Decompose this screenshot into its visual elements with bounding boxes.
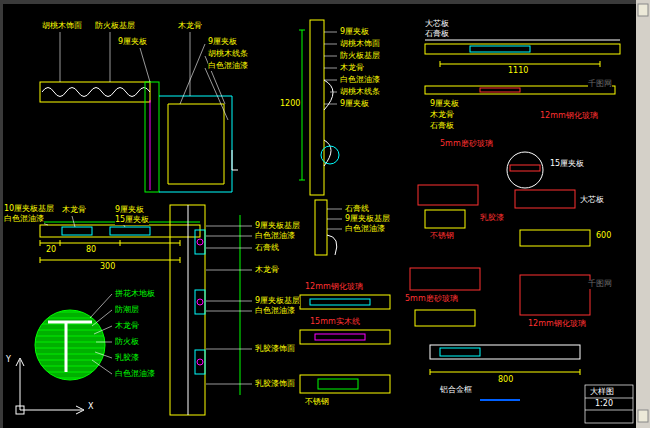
moulding-detail bbox=[315, 200, 342, 255]
scroll-button bbox=[638, 4, 648, 16]
annotation-label: 木龙骨 bbox=[178, 22, 202, 31]
annotation-label: 白色混油漆 bbox=[255, 307, 295, 316]
annotation-label: 白色混油漆 bbox=[255, 232, 295, 241]
scrollbar bbox=[636, 0, 650, 428]
cabinet-section bbox=[40, 222, 200, 263]
annotation-label: 12mm钢化玻璃 bbox=[305, 283, 363, 292]
leader-line bbox=[324, 32, 337, 104]
wall-detail bbox=[40, 82, 238, 192]
annotation-label: 15mm实木线 bbox=[310, 318, 360, 327]
annotation-label: 乳胶漆 bbox=[480, 214, 504, 223]
glass-detail bbox=[300, 295, 390, 393]
annotation-label: 大芯板 bbox=[425, 20, 449, 29]
annotation-label: 9厘夹板 bbox=[118, 38, 147, 47]
ucs-icon bbox=[16, 358, 84, 414]
annotation-label: 石膏线 bbox=[345, 205, 369, 214]
annotation-label: 胡桃木线条 bbox=[208, 50, 248, 59]
annotation-label: 不锈钢 bbox=[305, 398, 329, 407]
annotation-label: 木龙骨 bbox=[115, 322, 139, 331]
leader-line bbox=[206, 226, 252, 384]
annotation-label: 白色混油漆 bbox=[208, 62, 248, 71]
annotation-label: 9厘夹板 bbox=[115, 206, 144, 215]
leader-line bbox=[60, 32, 228, 120]
annotation-label: 石膏板 bbox=[425, 30, 449, 39]
annotation-label: 9厘夹板 bbox=[208, 38, 237, 47]
annotation-label: 9厘夹板基层 bbox=[255, 297, 300, 306]
watermark: 千图网 bbox=[588, 280, 612, 289]
annotation-label: 木龙骨 bbox=[62, 206, 86, 215]
annotation-label: 乳胶漆饰面 bbox=[255, 345, 295, 354]
title-block bbox=[585, 385, 633, 423]
watermark: 千图网 bbox=[588, 80, 612, 89]
annotation-label: 20 bbox=[46, 246, 56, 255]
annotation-label: 5mm磨砂玻璃 bbox=[405, 295, 458, 304]
annotation-label: 80 bbox=[86, 246, 96, 255]
annotation-label: 石膏线 bbox=[255, 244, 279, 253]
annotation-label: 12mm钢化玻璃 bbox=[528, 320, 586, 329]
annotation-label: 9厘夹板 bbox=[340, 100, 369, 109]
annotation-label: 9厘夹板 bbox=[340, 28, 369, 37]
annotation-label: 1:20 bbox=[595, 400, 613, 409]
annotation-label: 白色混油漆 bbox=[345, 225, 385, 234]
annotation-label: 防火板基层 bbox=[95, 22, 135, 31]
annotation-label: 乳胶漆饰面 bbox=[255, 380, 295, 389]
annotation-label: 防火板 bbox=[115, 338, 139, 347]
annotation-label: 9厘夹板基层 bbox=[255, 222, 300, 231]
annotation-label: 木龙骨 bbox=[340, 64, 364, 73]
window-border bbox=[0, 0, 3, 428]
annotation-label: 5mm磨砂玻璃 bbox=[440, 140, 493, 149]
annotation-label: 10厘夹板基层 bbox=[4, 205, 54, 214]
leader-line bbox=[30, 216, 125, 227]
annotation-label: 300 bbox=[100, 263, 115, 272]
ceiling-section bbox=[425, 40, 620, 188]
annotation-label: 木龙骨 bbox=[430, 111, 454, 120]
annotation-label: 胡桃木线条 bbox=[340, 88, 380, 97]
annotation-label: 木龙骨 bbox=[255, 266, 279, 275]
leader-line bbox=[90, 294, 112, 374]
annotation-label: 大样图 bbox=[590, 388, 614, 397]
annotation-label: 白色混油漆 bbox=[4, 215, 44, 224]
annotation-label: 12mm钢化玻璃 bbox=[540, 112, 598, 121]
annotation-label: 800 bbox=[498, 376, 513, 385]
annotation-label: 防潮层 bbox=[115, 306, 139, 315]
annotation-label: 1110 bbox=[508, 67, 528, 76]
section-details bbox=[410, 185, 590, 400]
annotation-label: 防火板基层 bbox=[340, 52, 380, 61]
annotation-label: Y bbox=[6, 356, 11, 365]
annotation-label: X bbox=[88, 403, 93, 412]
scroll-button bbox=[638, 410, 648, 422]
annotation-label: 白色混油漆 bbox=[115, 370, 155, 379]
door-frame-detail bbox=[299, 20, 339, 195]
annotation-label: 15厘夹板 bbox=[550, 160, 584, 169]
annotation-label: 600 bbox=[596, 232, 611, 241]
annotation-label: 铝合金框 bbox=[440, 386, 472, 395]
annotation-label: 拼花木地板 bbox=[115, 290, 155, 299]
annotation-label: 9厘夹板 bbox=[430, 100, 459, 109]
annotation-label: 胡桃木饰面 bbox=[340, 40, 380, 49]
annotation-label: 大芯板 bbox=[580, 196, 604, 205]
floor-detail-circle bbox=[30, 310, 110, 380]
annotation-label: 1200 bbox=[280, 100, 300, 109]
window-bar bbox=[0, 0, 650, 4]
annotation-label: 乳胶漆 bbox=[115, 354, 139, 363]
annotation-label: 9厘夹板基层 bbox=[345, 215, 390, 224]
annotation-label: 不锈钢 bbox=[430, 232, 454, 241]
annotation-label: 白色混油漆 bbox=[340, 76, 380, 85]
wall-elevation bbox=[170, 205, 240, 415]
annotation-label: 胡桃木饰面 bbox=[42, 22, 82, 31]
annotation-label: 石膏板 bbox=[430, 122, 454, 131]
annotation-label: 15厘夹板 bbox=[115, 216, 149, 225]
